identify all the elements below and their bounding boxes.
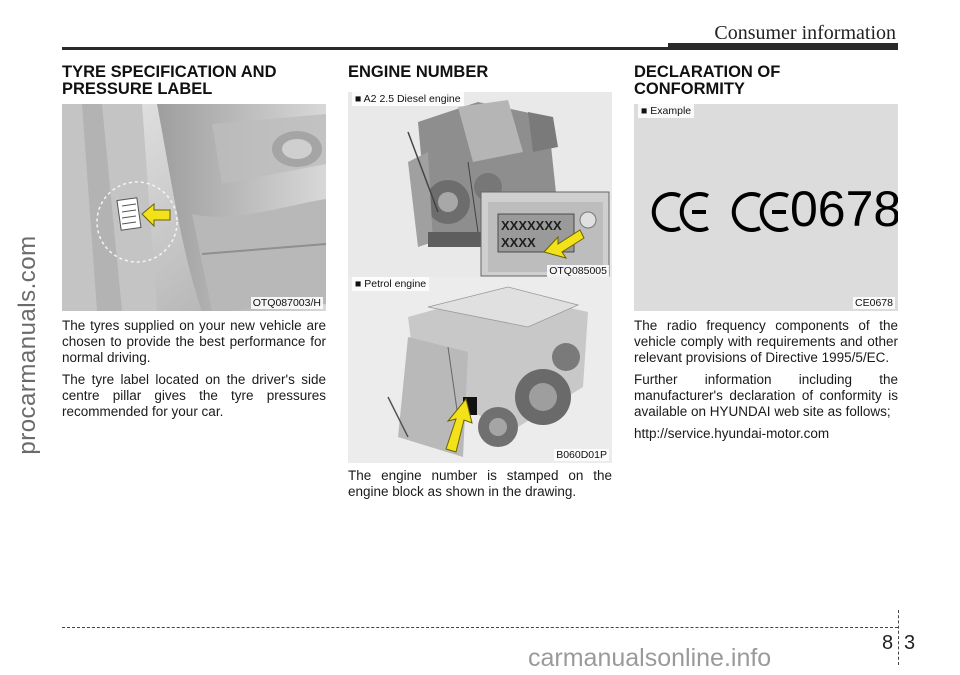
tyre-door-illustration: [62, 104, 326, 311]
conformity-title-line1: DECLARATION OF: [634, 63, 781, 81]
engine-body: The engine number is stamped on the engi…: [348, 468, 612, 506]
petrol-engine-illustration: [348, 277, 612, 463]
footer-rule: [62, 627, 898, 628]
tyre-body: The tyres supplied on your new vehicle a…: [62, 318, 326, 426]
conformity-section-title: DECLARATION OF CONFORMITY: [634, 64, 898, 98]
section-conformity: DECLARATION OF CONFORMITY: [634, 64, 898, 98]
diesel-engine-figure: XXXXXXX XXXX ■ A2 2.5 Diesel engine OTQ0…: [348, 92, 612, 279]
diesel-stamp-line2: XXXX: [501, 235, 536, 250]
engine-section-title: ENGINE NUMBER: [348, 63, 489, 81]
footer-divider: [898, 610, 899, 665]
header-rule-accent: [668, 43, 898, 50]
ce-figure: 0678 ■ Example CE0678: [634, 104, 898, 311]
ce-figure-label: ■ Example: [638, 104, 695, 118]
conformity-url: http://service.hyundai-motor.com: [634, 426, 830, 441]
tyre-figure: OTQ087003/H: [62, 104, 326, 311]
tyre-paragraph-1: The tyres supplied on your new vehicle a…: [62, 318, 326, 365]
ce-mark-number: 0678: [790, 181, 898, 237]
page-number: 3: [904, 632, 916, 654]
diesel-engine-illustration: XXXXXXX XXXX: [348, 92, 612, 279]
ce-mark-right: [731, 192, 789, 232]
ce-mark-left: [651, 192, 709, 232]
watermark-bottom: carmanualsonline.info: [528, 644, 772, 672]
tyre-figure-caption: OTQ087003/H: [250, 297, 323, 309]
petrol-figure-caption: B060D01P: [554, 449, 609, 461]
watermark-left-text: procarmanuals.com: [14, 235, 41, 455]
tyre-title-line1: TYRE SPECIFICATION AND: [62, 63, 277, 81]
diesel-figure-caption: OTQ085005: [547, 265, 609, 277]
engine-paragraph-1: The engine number is stamped on the engi…: [348, 468, 612, 499]
chapter-number: 8: [882, 632, 894, 654]
chapter-title: Consumer information: [714, 22, 896, 44]
diesel-stamp-line1: XXXXXXX: [501, 218, 562, 233]
tyre-section-title: TYRE SPECIFICATION AND PRESSURE LABEL: [62, 64, 326, 98]
header-rule: [62, 47, 898, 50]
petrol-figure-label: ■ Petrol engine: [352, 277, 430, 291]
conformity-title-line2: CONFORMITY: [634, 80, 745, 98]
conformity-paragraph-1: The radio frequency components of the ve…: [634, 318, 898, 365]
petrol-engine-figure: ■ Petrol engine B060D01P: [348, 277, 612, 463]
ce-figure-caption: CE0678: [853, 297, 895, 309]
conformity-body: The radio frequency components of the ve…: [634, 318, 898, 448]
section-tyre: TYRE SPECIFICATION AND PRESSURE LABEL: [62, 64, 326, 98]
section-engine: ENGINE NUMBER: [348, 64, 612, 81]
diesel-figure-label: ■ A2 2.5 Diesel engine: [352, 92, 464, 106]
ce-mark-illustration: 0678: [634, 104, 898, 311]
tyre-title-line2: PRESSURE LABEL: [62, 80, 213, 98]
tyre-paragraph-2: The tyre label located on the driver's s…: [62, 372, 326, 419]
conformity-paragraph-2: Further information including the manufa…: [634, 372, 898, 419]
